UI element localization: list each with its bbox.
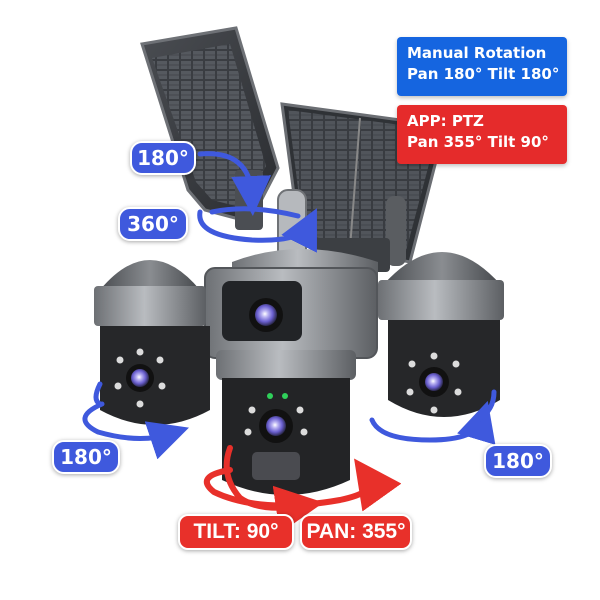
right-camera-rotate-label: 180° <box>484 444 552 478</box>
app-ptz-spec: Pan 355° Tilt 90° <box>407 133 549 151</box>
center-ptz-camera <box>216 350 356 495</box>
right-dome-camera <box>378 252 504 417</box>
front-solar-panel <box>140 26 280 230</box>
left-camera-rotate-label: 180° <box>52 440 120 474</box>
tilt-label: TILT: 90° <box>178 514 294 550</box>
manual-rotation-title: Manual Rotation <box>407 44 547 62</box>
pan-label: PAN: 355° <box>300 514 412 550</box>
manual-rotation-spec: Pan 180° Tilt 180° <box>407 65 560 83</box>
app-ptz-title: APP: PTZ <box>407 112 484 130</box>
center-box-camera <box>204 267 378 359</box>
rotation-arrows-blue <box>82 151 497 460</box>
rotation-arrows-red <box>203 445 402 534</box>
app-ptz-callout: APP: PTZ Pan 355° Tilt 90° <box>397 105 567 164</box>
panel-tilt-label: 180° <box>130 141 196 175</box>
panel-rotate-label: 360° <box>118 207 188 241</box>
manual-rotation-callout: Manual Rotation Pan 180° Tilt 180° <box>397 37 567 96</box>
left-dome-camera <box>94 260 210 425</box>
